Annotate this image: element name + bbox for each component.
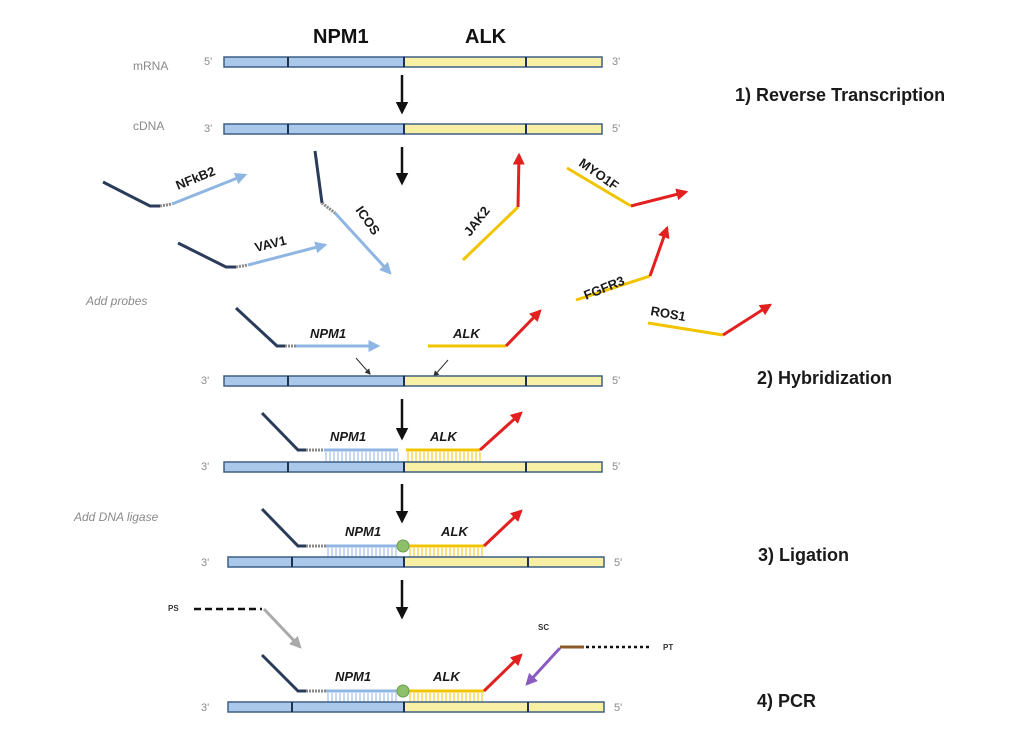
step-hybridization: 2) Hybridization (757, 368, 892, 388)
ros1-label: ROS1 (649, 303, 686, 324)
ligation-site-dot (396, 684, 410, 698)
ps-label: PS (168, 604, 179, 613)
primer-ps (194, 607, 302, 649)
strand-end-left: 5' (204, 56, 212, 68)
step-ligation: 3) Ligation (758, 545, 849, 565)
alk-probe-approach: ALK (428, 309, 542, 348)
primer-sc-pt (525, 645, 652, 686)
ligated-probes: NPM1 ALK (260, 507, 523, 557)
npm1-probe-approach: NPM1 (234, 306, 381, 352)
mrna-label: mRNA (133, 59, 168, 73)
strand-end-right: 3' (612, 56, 620, 68)
strand-end-left: 3' (201, 702, 209, 714)
pcr-probes: NPM1 ALK (260, 653, 523, 702)
add-probes-label: Add probes (85, 294, 147, 308)
alk-probe-label: ALK (429, 429, 458, 444)
npm1-probe-label: NPM1 (335, 669, 371, 684)
cdna-strand (223, 123, 603, 135)
icos-label: ICOS (353, 203, 384, 238)
probe-icos: ICOS (313, 150, 392, 275)
alk-probe-label: ALK (432, 669, 461, 684)
probe-jak2: JAK2 (461, 152, 525, 262)
sc-label: SC (538, 623, 549, 632)
vav1-label: VAV1 (253, 233, 288, 255)
probe-myo1f: MYO1F (566, 155, 689, 208)
pt-label: PT (663, 643, 673, 652)
strand-end-right: 5' (612, 461, 620, 473)
alk-probe-label: ALK (452, 326, 481, 341)
strand-end-left: 3' (204, 123, 212, 135)
pointer-arrow (433, 359, 449, 377)
alk-header: ALK (465, 26, 507, 48)
mrna-strand (223, 56, 603, 68)
strand-end-right: 5' (614, 557, 622, 569)
strand-end-left: 3' (201, 461, 209, 473)
target-strand (223, 461, 603, 473)
probe-nfkb2: NFkB2 (102, 163, 248, 208)
probe-fgfr3: FGFR3 (575, 225, 670, 303)
hybridized-probes: NPM1 ALK (260, 411, 523, 462)
pointer-arrow (355, 357, 371, 375)
step-reverse-transcription: 1) Reverse Transcription (735, 85, 945, 105)
npm1-header: NPM1 (313, 26, 369, 48)
ligation-site-dot (396, 539, 410, 553)
target-strand (227, 556, 605, 568)
add-dna-ligase-label: Add DNA ligase (73, 510, 159, 524)
jak2-label: JAK2 (461, 203, 493, 238)
npm1-probe-label: NPM1 (310, 326, 346, 341)
strand-end-left: 3' (201, 375, 209, 387)
fgfr3-label: FGFR3 (582, 273, 627, 303)
probe-vav1: VAV1 (177, 233, 328, 269)
probe-ros1: ROS1 (647, 303, 773, 337)
strand-end-left: 3' (201, 557, 209, 569)
target-strand (227, 701, 605, 713)
strand-end-right: 5' (612, 123, 620, 135)
hybridization-strand (223, 375, 603, 387)
strand-end-right: 5' (612, 375, 620, 387)
alk-probe-label: ALK (440, 524, 469, 539)
npm1-probe-label: NPM1 (330, 429, 366, 444)
cdna-label: cDNA (133, 119, 164, 133)
step-pcr: 4) PCR (757, 691, 816, 711)
strand-end-right: 5' (614, 702, 622, 714)
npm1-probe-label: NPM1 (345, 524, 381, 539)
